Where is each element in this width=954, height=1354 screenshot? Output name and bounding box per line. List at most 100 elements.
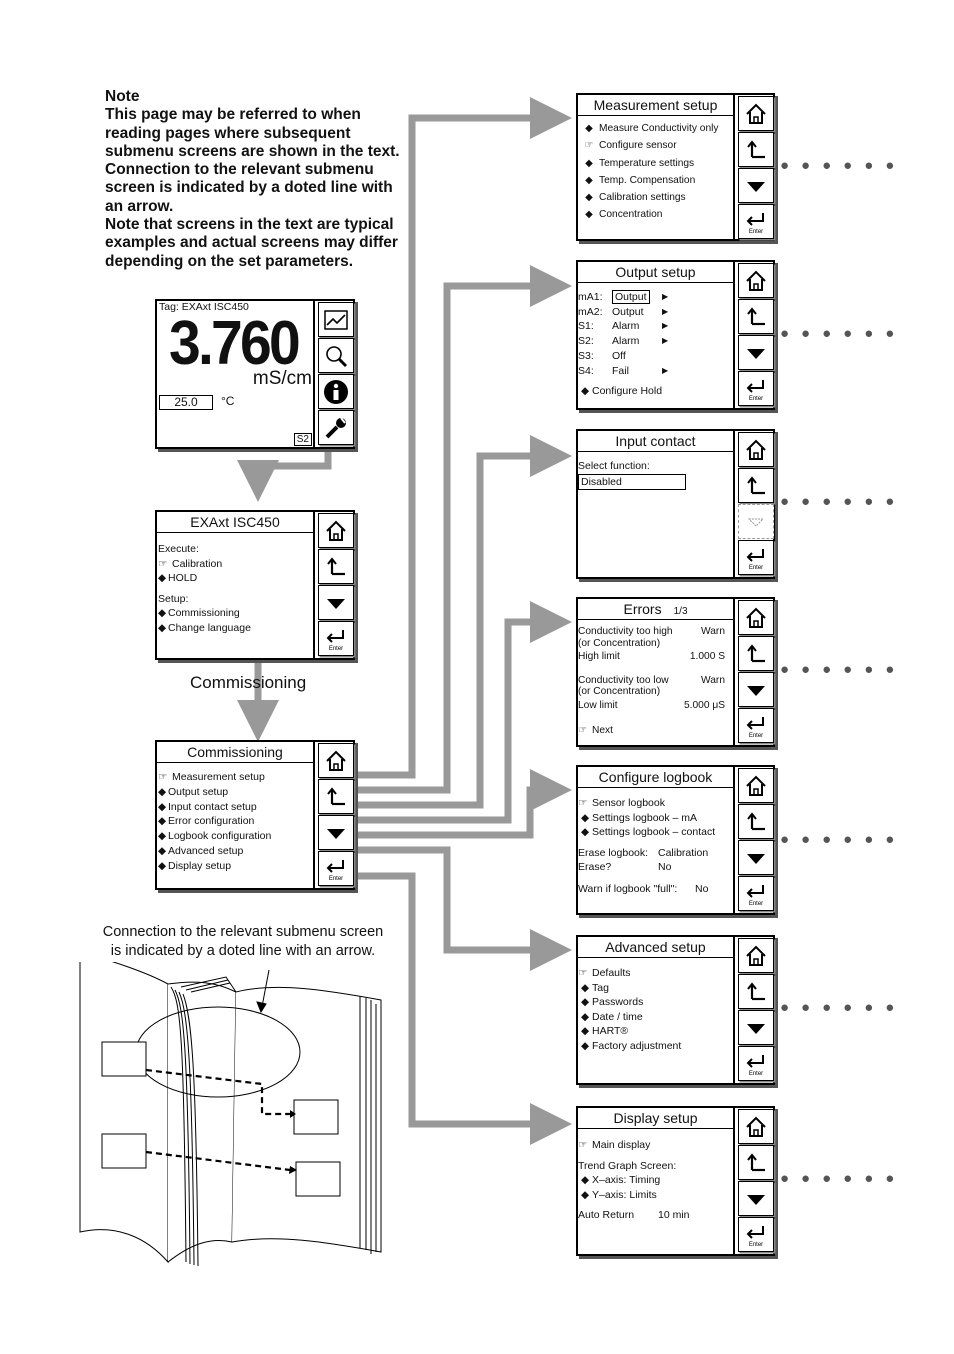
menu-item-configure-hold[interactable]: ◆Configure Hold bbox=[578, 384, 731, 399]
down-button[interactable] bbox=[738, 1010, 774, 1045]
down-button[interactable] bbox=[738, 335, 774, 370]
info-button[interactable] bbox=[318, 374, 354, 409]
menu-item-hold[interactable]: ◆HOLD bbox=[158, 572, 198, 585]
down-button[interactable] bbox=[738, 1181, 774, 1216]
enter-button[interactable]: Enter bbox=[318, 621, 354, 656]
menu-item-temperature-settings[interactable]: ◆Temperature settings bbox=[579, 155, 731, 172]
output-row-ma2[interactable]: mA2:Output▶ bbox=[578, 305, 669, 318]
output-row-s1[interactable]: S1:Alarm▶ bbox=[578, 320, 669, 333]
menu-item-change-language[interactable]: ◆Change language bbox=[158, 621, 251, 634]
down-arrow-icon bbox=[747, 348, 765, 359]
menu-item-factory-adjustment[interactable]: ◆Factory adjustment bbox=[578, 1039, 731, 1054]
enter-button[interactable]: Enter bbox=[738, 1046, 774, 1081]
wrench-button[interactable] bbox=[318, 410, 354, 445]
down-button[interactable] bbox=[738, 840, 774, 875]
back-button[interactable] bbox=[738, 804, 774, 839]
output-row-s4[interactable]: S4:Fail▶ bbox=[578, 364, 669, 377]
menu-item-input-contact-setup[interactable]: ◆Input contact setup bbox=[158, 800, 257, 813]
menu-item-hart[interactable]: ◆HART® bbox=[578, 1024, 731, 1039]
zoom-button[interactable] bbox=[318, 338, 354, 373]
diamond-bullet-icon: ◆ bbox=[580, 811, 590, 824]
back-button[interactable] bbox=[738, 974, 774, 1009]
function-select[interactable]: Disabled bbox=[578, 473, 686, 491]
home-button[interactable] bbox=[738, 938, 774, 973]
menu-item-sensor-logbook[interactable]: ☞Sensor logbook bbox=[578, 797, 665, 809]
back-button[interactable] bbox=[738, 299, 774, 334]
menu-item-measure-conductivity[interactable]: ◆Measure Conductivity only bbox=[579, 120, 731, 137]
back-button[interactable] bbox=[738, 132, 774, 167]
menu-item-x-axis[interactable]: ◆X–axis: Timing bbox=[578, 1173, 731, 1188]
menu-item-y-axis[interactable]: ◆Y–axis: Limits bbox=[578, 1188, 731, 1203]
output-row-s3[interactable]: S3:Off bbox=[578, 349, 626, 362]
home-button[interactable] bbox=[738, 96, 774, 131]
menu-item-advanced-setup[interactable]: ◆Advanced setup bbox=[158, 844, 244, 857]
down-arrow-icon bbox=[327, 598, 345, 609]
trend-button[interactable] bbox=[318, 302, 354, 337]
down-button[interactable] bbox=[738, 672, 774, 707]
temperature-unit: °C bbox=[221, 394, 235, 408]
menu-item-calibration[interactable]: ☞Calibration bbox=[158, 557, 223, 570]
diamond-bullet-icon: ◆ bbox=[580, 996, 590, 1009]
menu-item-configure-sensor[interactable]: ☞Configure sensor bbox=[579, 137, 731, 154]
output-row-s2[interactable]: S2:Alarm▶ bbox=[578, 335, 669, 348]
enter-button[interactable]: Enter bbox=[738, 876, 774, 911]
enter-button[interactable]: Enter bbox=[738, 708, 774, 743]
menu-item-settings-logbook-contact[interactable]: ◆Settings logbook – contact bbox=[578, 825, 731, 840]
back-icon bbox=[747, 139, 765, 158]
menu-item-error-configuration[interactable]: ◆Error configuration bbox=[158, 815, 255, 828]
home-button[interactable] bbox=[318, 743, 354, 778]
erase-logbook-row[interactable]: Erase logbook:Calibration bbox=[578, 846, 709, 859]
enter-button[interactable]: Enter bbox=[738, 540, 774, 575]
back-button[interactable] bbox=[318, 779, 354, 814]
enter-button[interactable]: Enter bbox=[738, 204, 774, 239]
menu-item-temp-compensation[interactable]: ◆Temp. Compensation bbox=[579, 172, 731, 189]
home-button[interactable] bbox=[318, 513, 354, 548]
home-icon bbox=[746, 945, 766, 966]
advanced-setup-screen: Advanced setup ☞Defaults ◆Tag ◆Passwords… bbox=[576, 935, 775, 1085]
menu-item-logbook-configuration[interactable]: ◆Logbook configuration bbox=[158, 830, 272, 843]
back-button[interactable] bbox=[738, 468, 774, 503]
menu-item-measurement-setup[interactable]: ☞Measurement setup bbox=[158, 771, 265, 783]
enter-button[interactable]: Enter bbox=[318, 851, 354, 886]
output-row-ma1[interactable]: mA1:Output▶ bbox=[578, 290, 669, 304]
triangle-right-icon: ▶ bbox=[662, 365, 669, 375]
back-button[interactable] bbox=[738, 636, 774, 671]
home-button[interactable] bbox=[738, 1109, 774, 1144]
menu-item-display-setup[interactable]: ◆Display setup bbox=[158, 859, 232, 872]
home-button[interactable] bbox=[738, 768, 774, 803]
menu-item-concentration[interactable]: ◆Concentration bbox=[579, 206, 731, 223]
status-badge: S2 bbox=[293, 433, 312, 446]
menu-item-settings-logbook-ma[interactable]: ◆Settings logbook – mA bbox=[578, 811, 731, 826]
enter-button[interactable]: Enter bbox=[738, 1217, 774, 1252]
down-button[interactable] bbox=[738, 168, 774, 203]
menu-item-calibration-settings[interactable]: ◆Calibration settings bbox=[579, 189, 731, 206]
erase-row[interactable]: Erase?No bbox=[578, 861, 672, 874]
back-button[interactable] bbox=[738, 1145, 774, 1180]
home-button[interactable] bbox=[738, 432, 774, 467]
home-button[interactable] bbox=[738, 263, 774, 298]
enter-button[interactable]: Enter bbox=[738, 371, 774, 406]
menu-item-passwords[interactable]: ◆Passwords bbox=[578, 995, 731, 1010]
menu-item-commissioning[interactable]: ◆Commissioning bbox=[158, 607, 240, 620]
home-button[interactable] bbox=[738, 600, 774, 635]
diamond-bullet-icon: ◆ bbox=[158, 830, 167, 843]
next-item[interactable]: ☞Next bbox=[578, 724, 613, 736]
menu-item-defaults[interactable]: ☞Defaults bbox=[578, 967, 631, 979]
setup-label: Setup: bbox=[158, 592, 189, 605]
warn-full-row[interactable]: Warn if logbook "full":No bbox=[578, 882, 709, 895]
menu-item-main-display[interactable]: ☞Main display bbox=[578, 1139, 651, 1151]
menu-item-tag[interactable]: ◆Tag bbox=[578, 981, 731, 996]
down-button[interactable] bbox=[318, 585, 354, 620]
back-button[interactable] bbox=[318, 549, 354, 584]
down-button[interactable] bbox=[738, 504, 774, 539]
down-button[interactable] bbox=[318, 815, 354, 850]
diamond-bullet-icon: ◆ bbox=[580, 1188, 590, 1201]
menu-item-output-setup[interactable]: ◆Output setup bbox=[158, 785, 229, 798]
menu-item-date-time[interactable]: ◆Date / time bbox=[578, 1010, 731, 1025]
